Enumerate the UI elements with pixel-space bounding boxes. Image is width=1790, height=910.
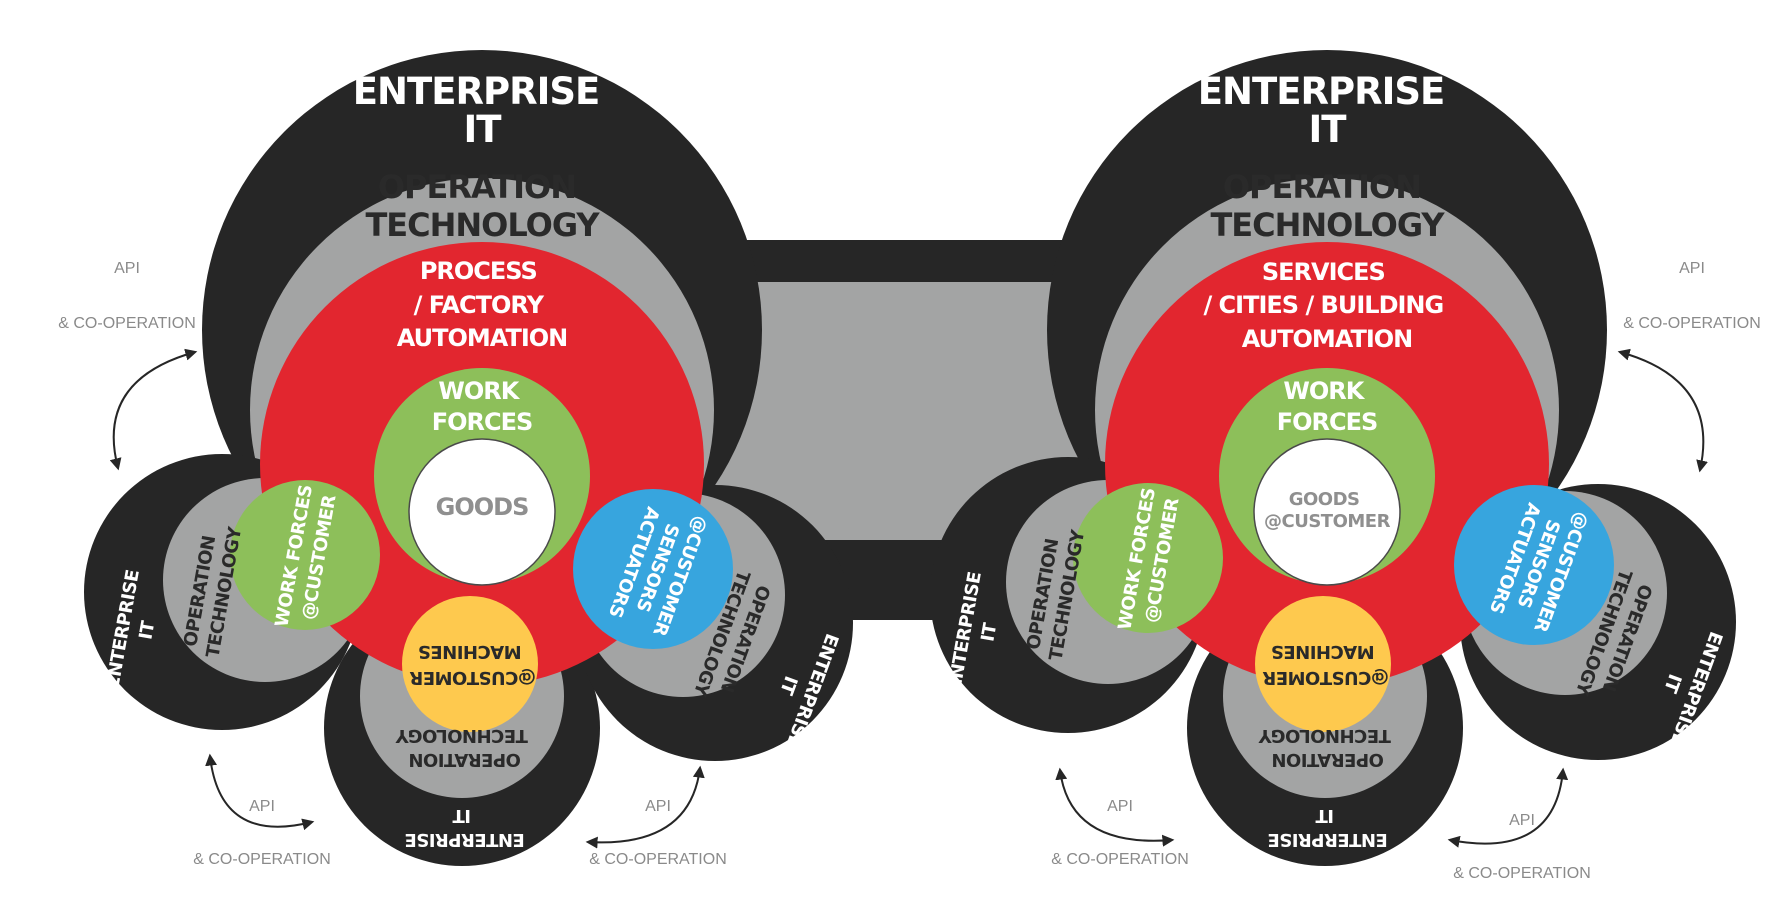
operation-technology-label: OPERATION TECHNOLOGY xyxy=(365,168,600,244)
api-label: API xyxy=(645,798,671,815)
satellite-sensors-circle xyxy=(1454,485,1614,645)
curved-double-arrow-icon xyxy=(1447,767,1569,848)
satellite-machines-label: @CUSTOMER MACHINES xyxy=(404,641,536,688)
curved-double-arrow-icon xyxy=(585,765,705,849)
api-label: API xyxy=(1509,812,1535,829)
satellite-machines-circle xyxy=(402,596,538,732)
automation-label: PROCESS / FACTORY AUTOMATION xyxy=(397,257,567,352)
work-forces-label: WORK FORCES xyxy=(432,377,533,436)
curved-double-arrow-icon xyxy=(1055,767,1175,847)
satellite-machines-label: @CUSTOMER MACHINES xyxy=(1257,641,1389,688)
satellite-machines-circle xyxy=(1255,596,1391,732)
curved-double-arrow-icon xyxy=(109,348,198,471)
satellite-enterprise-label: ENTERPRISE IT xyxy=(1262,805,1388,850)
satellite-work-forces-circle xyxy=(1073,483,1223,633)
satellite-work-forces-circle xyxy=(230,480,380,630)
cooperation-label: & CO-OPERATION xyxy=(58,315,196,332)
cooperation-label: & CO-OPERATION xyxy=(1051,851,1189,868)
left-cluster: ENTERPRISE IT OPERATION TECHNOLOGY PROCE… xyxy=(58,50,853,868)
goods-circle xyxy=(1253,438,1401,586)
automation-label: SERVICES / CITIES / BUILDING AUTOMATION xyxy=(1203,258,1450,353)
cooperation-label: & CO-OPERATION xyxy=(589,851,727,868)
enterprise-it-label: ENTERPRISE IT xyxy=(1198,70,1456,151)
cooperation-label: & CO-OPERATION xyxy=(1623,315,1761,332)
goods-label: GOODS xyxy=(436,493,529,521)
goods-label: GOODS @CUSTOMER xyxy=(1264,489,1391,532)
cooperation-label: & CO-OPERATION xyxy=(193,851,331,868)
curved-double-arrow-icon xyxy=(205,753,315,831)
api-label: API xyxy=(114,260,140,277)
curved-double-arrow-icon xyxy=(1617,348,1708,473)
right-cluster: ENTERPRISE IT OPERATION TECHNOLOGY SERVI… xyxy=(930,50,1761,882)
work-forces-label: WORK FORCES xyxy=(1277,377,1378,436)
satellite-enterprise-label: ENTERPRISE IT xyxy=(399,805,525,850)
satellite-operation-label: OPERATION TECHNOLOGY xyxy=(1258,725,1391,770)
cooperation-label: & CO-OPERATION xyxy=(1453,865,1591,882)
enterprise-it-label: ENTERPRISE IT xyxy=(353,70,611,151)
api-label: API xyxy=(1107,798,1133,815)
api-label: API xyxy=(249,798,275,815)
satellite-operation-label: OPERATION TECHNOLOGY xyxy=(395,725,528,770)
satellite-sensors-circle xyxy=(573,489,733,649)
operation-technology-label: OPERATION TECHNOLOGY xyxy=(1210,168,1445,244)
goods-circle xyxy=(408,438,556,586)
api-label: API xyxy=(1679,260,1705,277)
